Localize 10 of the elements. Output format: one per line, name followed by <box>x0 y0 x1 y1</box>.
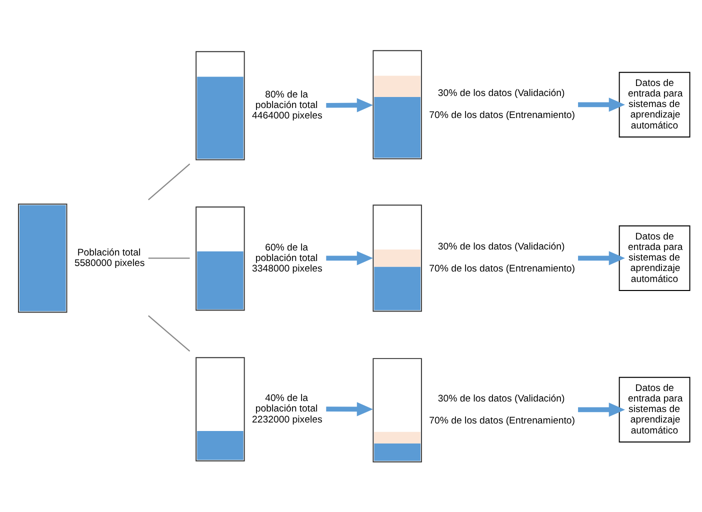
node-label: 70% de los datos (Entrenamiento) <box>429 110 575 122</box>
node-label: 30% de los datos (Validación) <box>438 88 565 100</box>
node-label: 30% de los datos (Validación) <box>438 241 565 252</box>
node-label: 70% de los datos (Entrenamiento) <box>429 264 575 275</box>
node-label: 40% de la población total 2232000 pixeles <box>252 393 322 426</box>
node-label: 70% de los datos (Entrenamiento) <box>429 416 575 427</box>
node-label: 30% de los datos (Validación) <box>438 394 565 405</box>
node-label: 80% de la población total 4464000 pixeles <box>252 89 322 122</box>
node-label: 60% de la población total 3348000 pixeles <box>252 242 322 275</box>
node-label: Población total 5580000 pixeles <box>74 247 145 269</box>
